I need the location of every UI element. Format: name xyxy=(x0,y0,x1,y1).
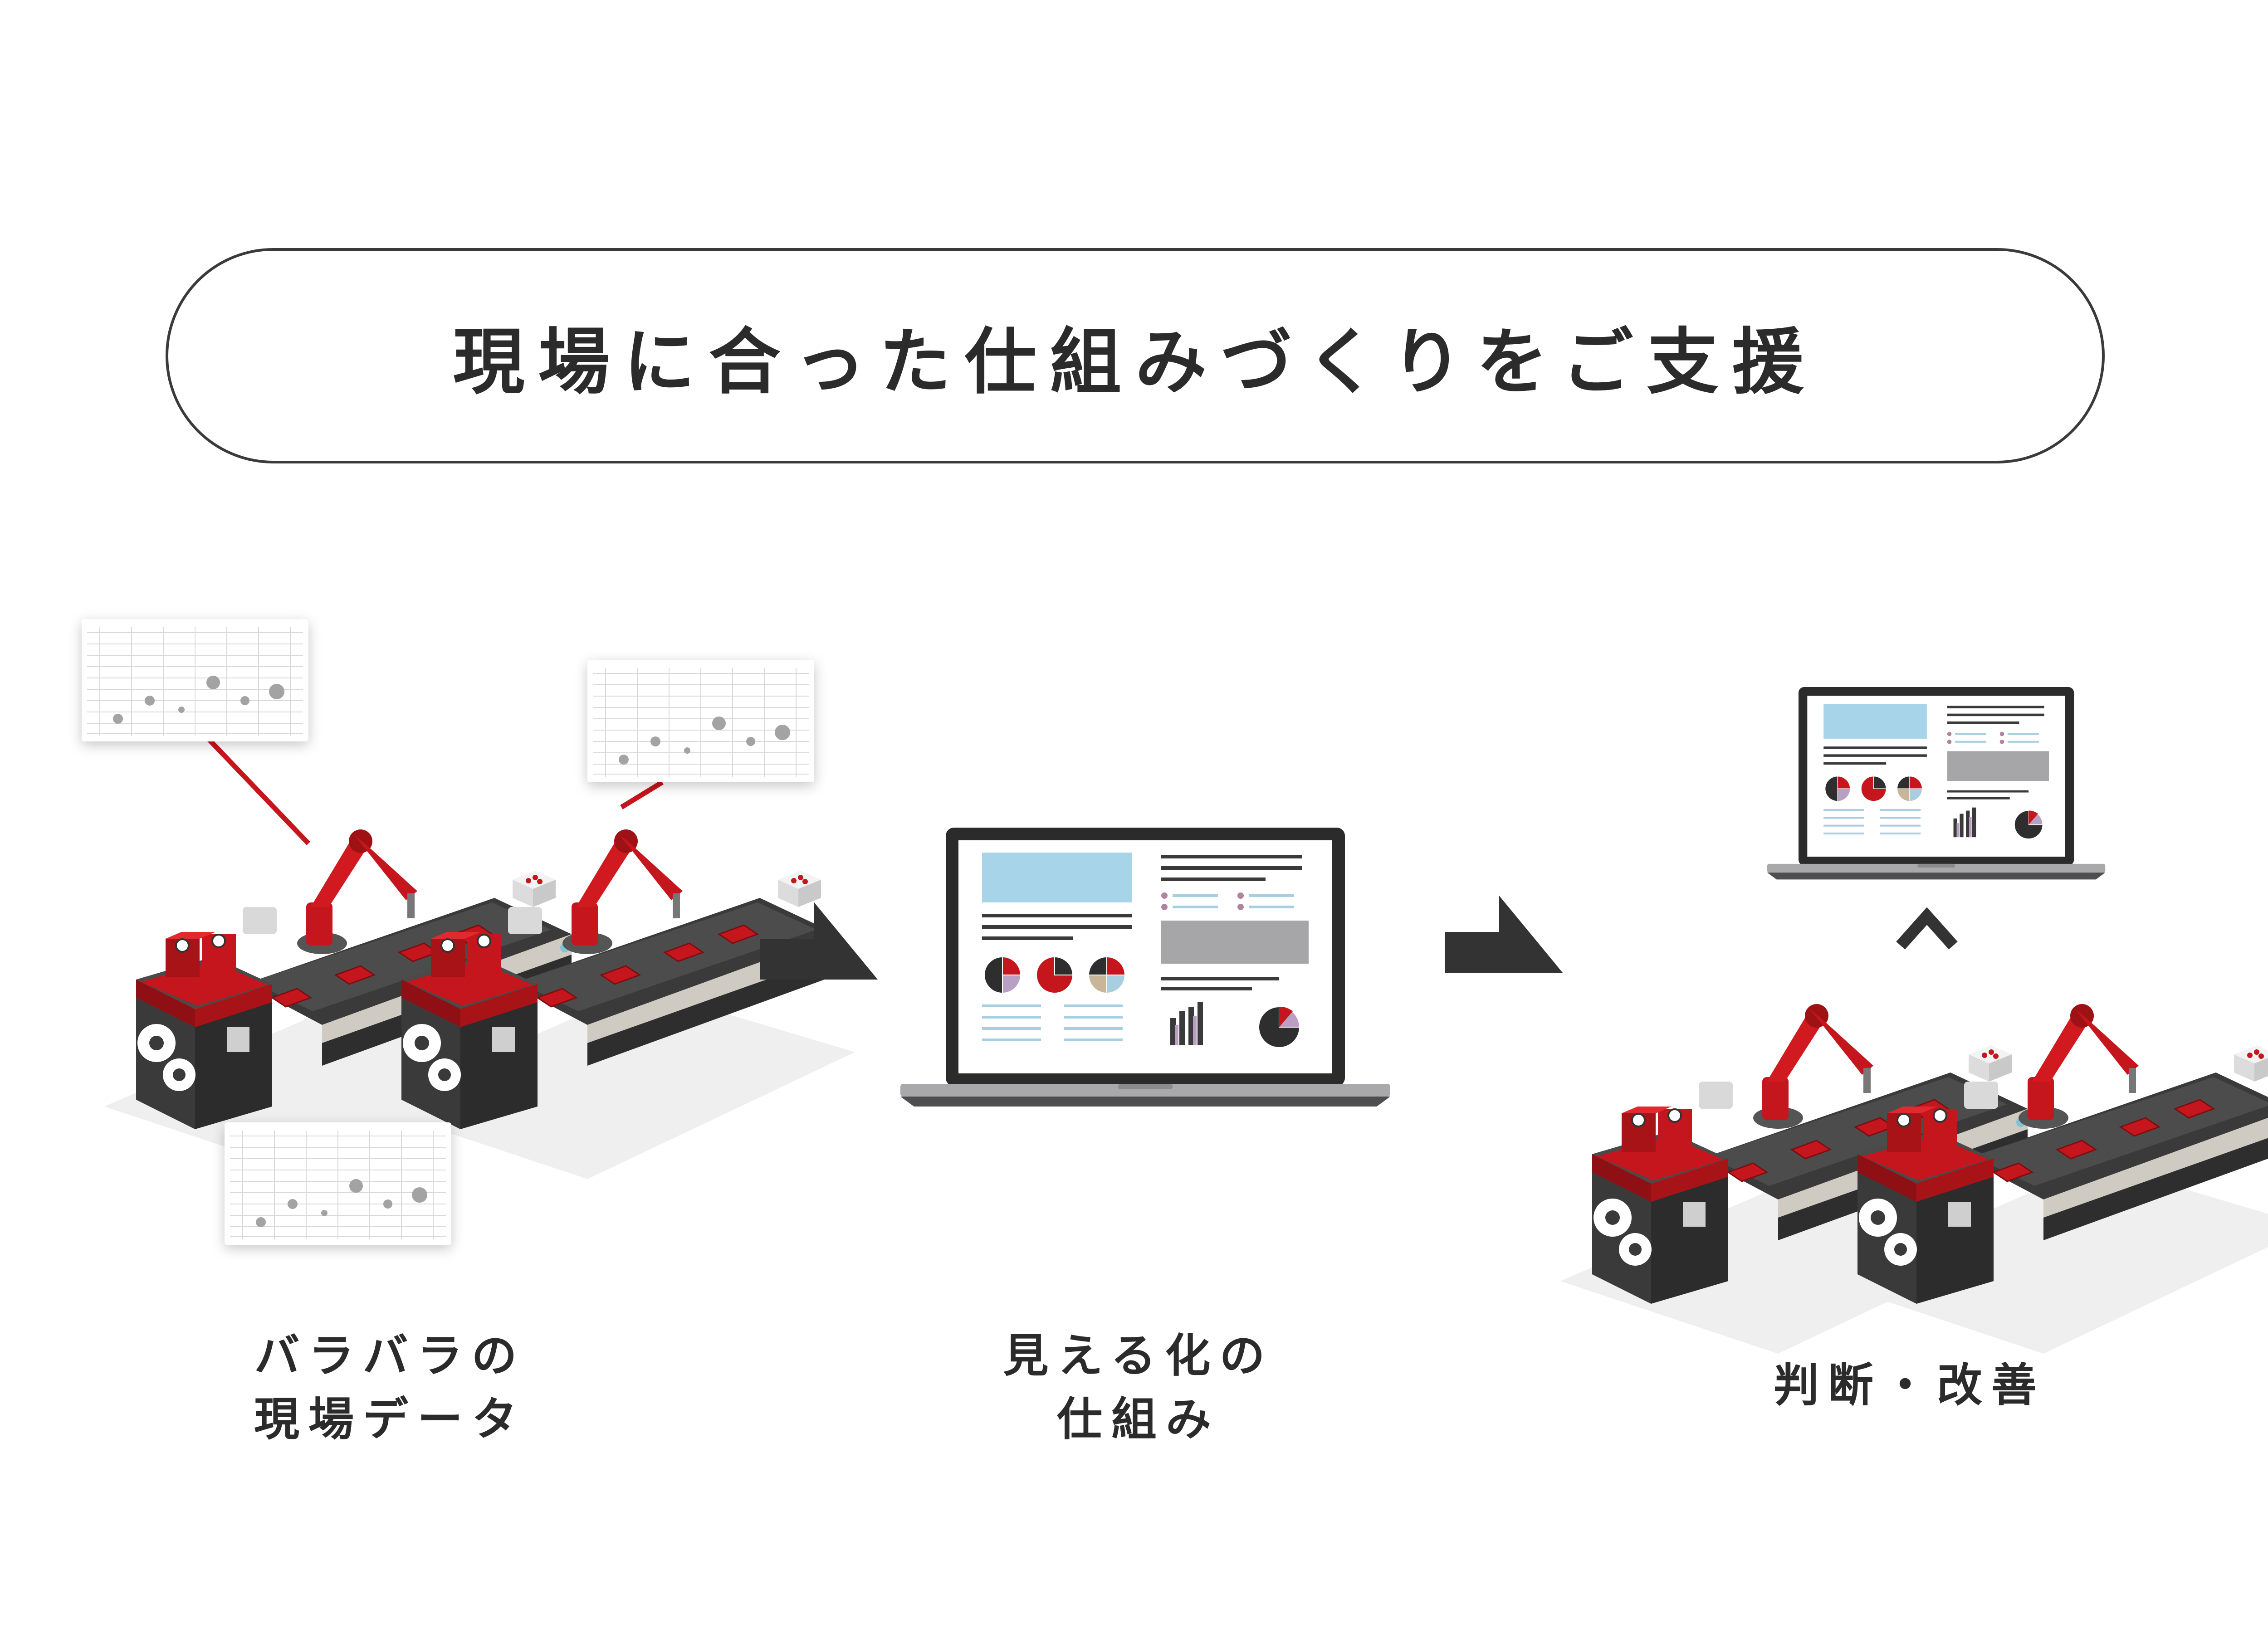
step1-label: バラバラの 現場データ xyxy=(218,1324,562,1451)
step2-line1: 見える化の xyxy=(1003,1329,1274,1382)
title-text: 現場に合った仕組みづくりをご支援 xyxy=(453,321,1818,404)
spreadsheet-chart-icon xyxy=(587,660,814,782)
step1-line2: 現場データ xyxy=(254,1393,526,1446)
production-line-2 xyxy=(1825,1003,2268,1355)
arrow-right-icon xyxy=(1445,896,1563,973)
title-banner: 現場に合った仕組みづくりをご支援 xyxy=(166,248,2105,463)
caret-up-icon xyxy=(1896,907,1958,950)
step2-label: 見える化の 仕組み xyxy=(966,1324,1311,1451)
spreadsheet-chart-icon xyxy=(82,619,308,741)
step3-line1: 判断・改善 xyxy=(1774,1359,2046,1412)
step3-illustration xyxy=(1559,687,2268,1355)
laptop-dashboard-icon xyxy=(900,827,1391,1107)
step2-line2: 仕組み xyxy=(1057,1393,1220,1446)
spreadsheet-chart-icon xyxy=(225,1122,451,1245)
step3-label: 判断・改善 xyxy=(1733,1354,2087,1417)
step1-line1: バラバラの xyxy=(254,1329,526,1382)
laptop-dashboard-icon xyxy=(1767,687,2106,880)
step1-illustration xyxy=(82,619,856,1245)
